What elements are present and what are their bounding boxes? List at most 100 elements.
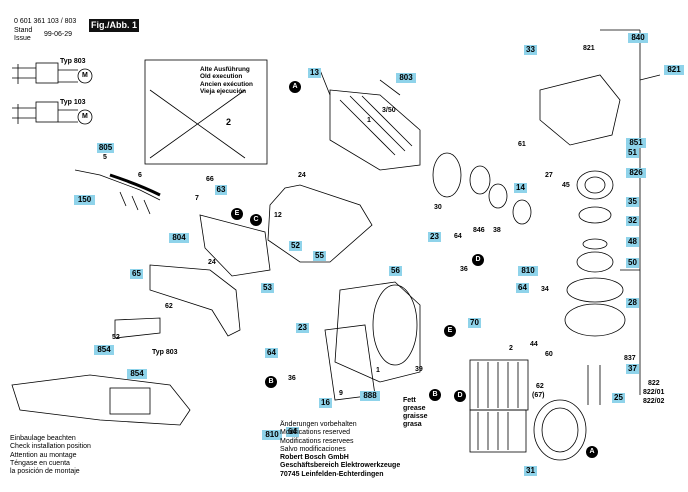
part-label: 5 [103,154,107,161]
part-label: 821 [583,45,595,52]
part-label: 822/02 [643,398,665,405]
assembly-marker: E [231,208,243,220]
part-label: 837 [624,355,636,362]
installation-note-es-2: la posición de montaje [10,468,80,476]
typ-803-bottom: Typ 803 [152,349,178,356]
part-label: 150 [74,195,95,205]
imprint: Änderungen vorbehalten Modifications res… [280,421,400,479]
part-label: 805 [97,143,114,153]
installation-notes: Einbaulage beachten Check installation p… [10,435,91,476]
part-label: 61 [518,141,526,148]
part-label: 810 [262,430,282,440]
part-label: 56 [389,266,402,276]
part-label: 16 [319,398,332,408]
part-label: 62 [165,303,173,310]
part-label: 34 [541,286,549,293]
assembly-marker: A [289,81,301,93]
issue-date: 99-06-29 [44,31,73,38]
installation-note-en: Check installation position [10,443,91,451]
part-label: 851 [626,138,646,148]
assembly-marker: D [454,390,466,402]
part-label: 24 [208,259,216,266]
part-label: 24 [298,172,306,179]
part-label: 55 [313,251,326,261]
part-label: 12 [274,212,282,219]
part-label: 37 [626,364,639,374]
part-label: 33 [524,45,537,55]
issue-label: Issue [14,35,31,42]
motor-symbol-top: M [82,72,88,79]
part-label: 36 [460,266,468,273]
part-label: 28 [626,298,639,308]
part-label: 1 [367,117,371,124]
part-label: 45 [562,182,570,189]
assembly-marker: B [429,389,441,401]
part-label: 13 [308,68,321,78]
part-label: 48 [626,237,639,247]
part-label: 50 [626,258,639,268]
typ-103: Typ 103 [60,99,86,106]
part-label: 821 [664,65,684,75]
old-execution-ref: 2 [226,117,232,127]
part-label: 62 [536,383,544,390]
part-label: 64 [265,348,278,358]
part-label: 27 [545,172,553,179]
part-label: 36 [288,375,296,382]
imprint-line: Modifications reservees [280,437,354,445]
part-label: 44 [530,341,538,348]
part-label: 64 [516,283,529,293]
old-execution-de: Alte Ausführung [200,66,250,73]
part-label: 14 [514,183,527,193]
part-label: 38 [493,227,501,234]
old-execution-en: Old execution [200,73,243,81]
part-label: 64 [454,233,462,240]
typ-803-top: Typ 803 [60,58,86,65]
grease-note-es: grasa [403,421,422,428]
old-execution-es: Vieja ejecución [200,87,247,95]
part-label: 51 [626,148,639,158]
part-label: 63 [215,185,227,195]
figure-label: Fig./Abb. 1 [89,19,139,32]
part-label: 854 [127,369,147,379]
part-label: 846 [473,227,485,234]
part-label: 826 [626,168,646,178]
grease-note-en: grease [403,405,426,412]
part-label: 52 [289,241,302,251]
imprint-line: Salvo modificaciones [280,445,346,453]
part-label: 804 [169,233,189,243]
part-label: 840 [628,33,648,43]
part-label: 810 [518,266,538,276]
part-label: 822 [648,380,660,387]
installation-note-fr: Attention au montage [10,451,77,459]
imprint-division: Geschäftsbereich Elektrowerkzeuge [280,462,401,470]
part-label: 803 [396,73,416,83]
assembly-marker: B [265,376,277,388]
part-label: 32 [626,216,639,226]
installation-note-es-1: Téngase en cuenta [10,459,70,467]
old-execution-note: Alte Ausführung Old execution Ancien exé… [200,66,253,95]
part-label: 3/50 [382,107,396,114]
part-label: 70 [468,318,481,328]
part-label: 23 [296,323,309,333]
imprint-company: Robert Bosch GmbH [280,454,349,462]
imprint-line: Änderungen vorbehalten [280,421,357,428]
part-label: 822/01 [643,389,665,396]
part-label: 2 [509,345,513,352]
assembly-marker: E [444,325,456,337]
part-label: 35 [626,197,639,207]
part-label: 66 [206,176,214,183]
installation-note-de: Einbaulage beachten [10,435,76,442]
part-label: 39 [415,366,423,373]
part-label: 1 [376,367,380,374]
part-label: 23 [428,232,441,242]
part-label: 30 [434,204,442,211]
part-label: 52 [112,334,120,341]
part-label: 64 [286,427,299,437]
part-label: 7 [195,195,199,202]
part-label: 888 [360,391,380,401]
grease-note-fr: graisse [403,413,428,420]
part-label: 53 [261,283,274,293]
part-label: 31 [524,466,537,476]
